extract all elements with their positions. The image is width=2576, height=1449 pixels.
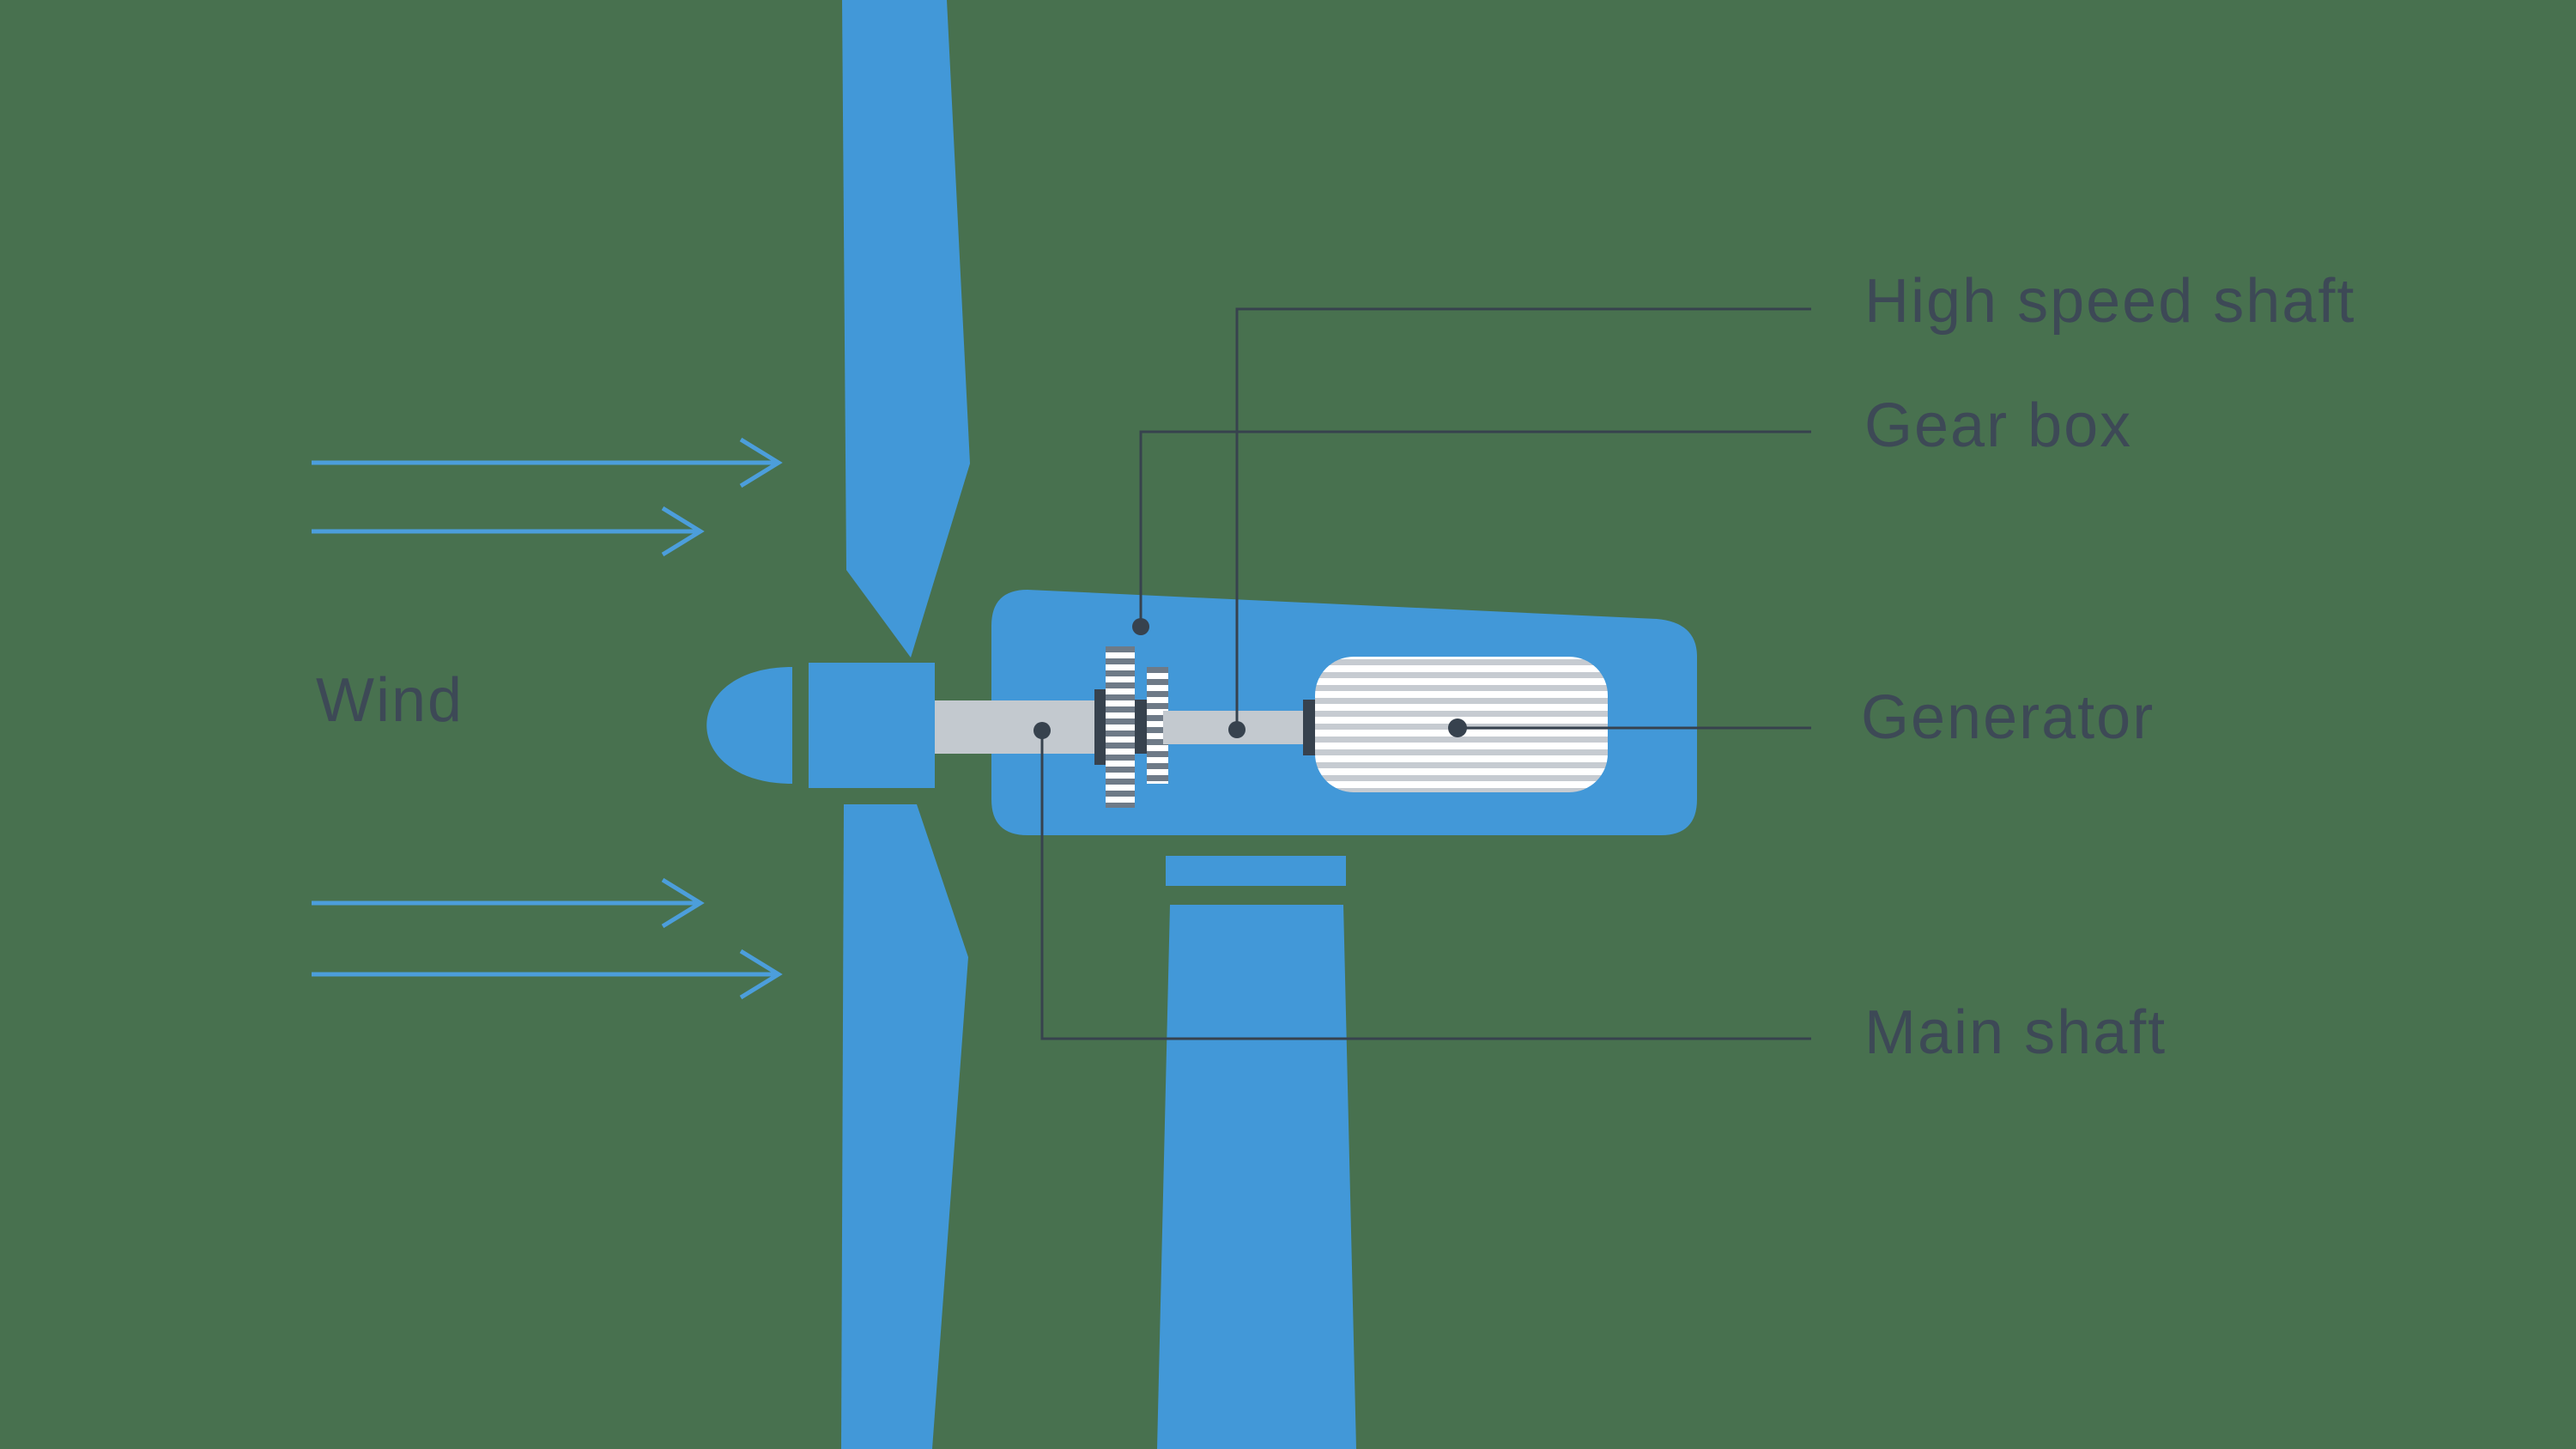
leader-lines	[1040, 307, 1811, 1040]
rotor-hub	[809, 663, 935, 788]
wind-arrows	[312, 437, 783, 1000]
dot-high-speed-shaft	[1228, 721, 1246, 738]
wind-label: Wind	[316, 666, 464, 735]
wind-arrow-1	[312, 437, 783, 488]
leader-high-speed-shaft	[1235, 307, 1811, 730]
main-shaft-label: Main shaft	[1864, 998, 2167, 1067]
leader-main-shaft	[1040, 731, 1811, 1040]
rotor-blade-bottom	[841, 804, 968, 1449]
wind-arrow-2	[312, 506, 705, 557]
gear-box-label: Gear box	[1864, 391, 2133, 460]
generator-coupling	[1303, 700, 1316, 755]
main-shaft	[935, 700, 1103, 754]
rotor-blade-top	[842, 0, 970, 658]
wind-arrow-4	[312, 949, 783, 1000]
wind-arrow-3	[312, 877, 705, 929]
dot-main-shaft	[1033, 722, 1051, 739]
leader-dots	[1033, 618, 1467, 739]
gearbox-big-gear	[1106, 646, 1135, 808]
leader-gear-box	[1139, 430, 1811, 627]
tower-collar	[1166, 856, 1346, 886]
nose-cone	[706, 667, 792, 784]
dot-generator	[1448, 718, 1467, 737]
gearbox-bearing-middle	[1135, 700, 1147, 754]
generator-label: Generator	[1861, 683, 2155, 752]
high-speed-shaft-label: High speed shaft	[1864, 267, 2356, 336]
dot-gear-box	[1132, 618, 1149, 635]
gearbox-bearing-left	[1094, 689, 1106, 765]
tower	[1157, 905, 1356, 1449]
